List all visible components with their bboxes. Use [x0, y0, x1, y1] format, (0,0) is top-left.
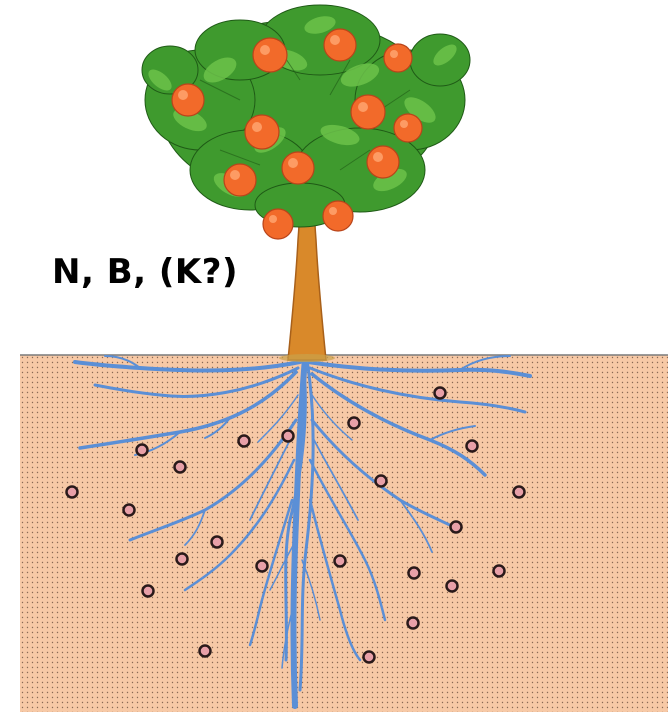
soil-particle	[447, 581, 458, 592]
soil-particle	[409, 568, 420, 579]
soil-particle	[376, 476, 387, 487]
soil-particle	[364, 652, 375, 663]
soil-particle	[349, 418, 360, 429]
soil-particle	[239, 436, 250, 447]
soil-particle	[67, 487, 78, 498]
soil-particle	[257, 561, 268, 572]
soil-particle	[467, 441, 478, 452]
soil-particle	[177, 554, 188, 565]
soil-particle	[408, 618, 419, 629]
soil-particle	[200, 646, 211, 657]
nutrient-label: N, B, (K?)	[52, 252, 238, 292]
soil-particle	[143, 586, 154, 597]
soil-particle	[212, 537, 223, 548]
soil-particle	[494, 566, 505, 577]
soil-particle	[124, 505, 135, 516]
soil-area	[20, 355, 668, 712]
soil-particle	[283, 431, 294, 442]
soil-particle	[137, 445, 148, 456]
soil-particle	[451, 522, 462, 533]
soil-particle	[175, 462, 186, 473]
soil-particle	[514, 487, 525, 498]
soil-particle	[335, 556, 346, 567]
soil-particle	[435, 388, 446, 399]
